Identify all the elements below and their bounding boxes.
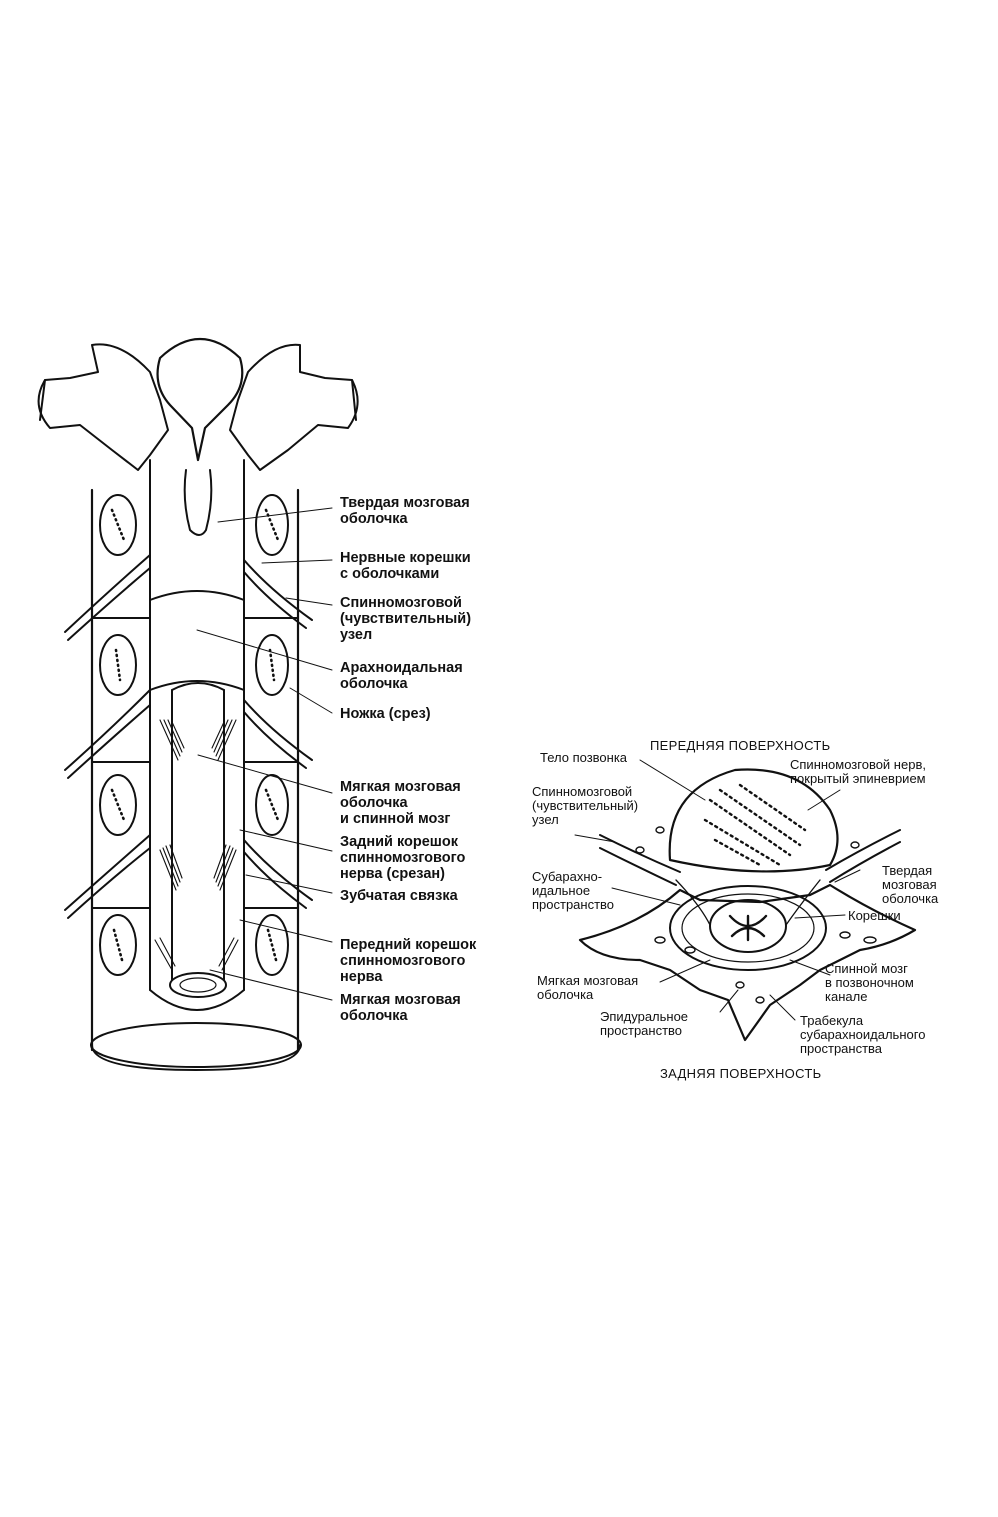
label-epidural-space: Эпидуральное пространство [600,1009,689,1038]
label-pedicle: Ножка (срез) [340,706,431,722]
label-right-dura: Твердая мозговая оболочка [882,863,939,906]
title-anterior-surface: ПЕРЕДНЯЯ ПОВЕРХНОСТЬ [650,738,831,753]
label-arachnoid: Арахноидальная оболочка [340,660,463,692]
left-leader-lines [196,507,333,1001]
label-denticulate-ligament: Зубчатая связка [340,888,458,904]
transverse-section-illustration [578,768,917,1042]
label-right-pia: Мягкая мозговая оболочка [537,973,639,1002]
label-subarachnoid-space: Субарахно- идальное пространство [532,869,615,912]
label-pia-mater: Мягкая мозговая оболочка [340,992,461,1024]
label-vertebral-body: Тело позвонка [540,750,628,765]
vertebral-column-illustration [37,338,359,1071]
label-trabecula: Трабекула субарахноидального пространств… [800,1013,926,1056]
label-roots: Корешки [848,908,901,923]
title-posterior-surface: ЗАДНЯЯ ПОВЕРХНОСТЬ [660,1066,822,1081]
label-dorsal-root: Задний корешок спинномозгового нерва (ср… [340,834,466,882]
label-ventral-root: Передний корешок спинномозгового нерва [340,937,477,985]
label-nerve-roots: Нервные корешки с оболочками [340,550,471,582]
label-pia-and-cord: Мягкая мозговая оболочка и спинной мозг [340,779,461,827]
label-dura-mater: Твердая мозговая оболочка [340,495,470,527]
label-right-spinal-ganglion: Спинномозговой (чувствительный) узел [532,784,639,827]
right-leader-lines [574,759,861,1021]
label-spinal-nerve: Спинномозговой нерв, покрытый эпиневрием [790,757,926,786]
label-cord-in-canal: Спинной мозг в позвоночном канале [825,961,914,1004]
label-spinal-ganglion: Спинномозговой (чувствительный) узел [340,595,472,643]
